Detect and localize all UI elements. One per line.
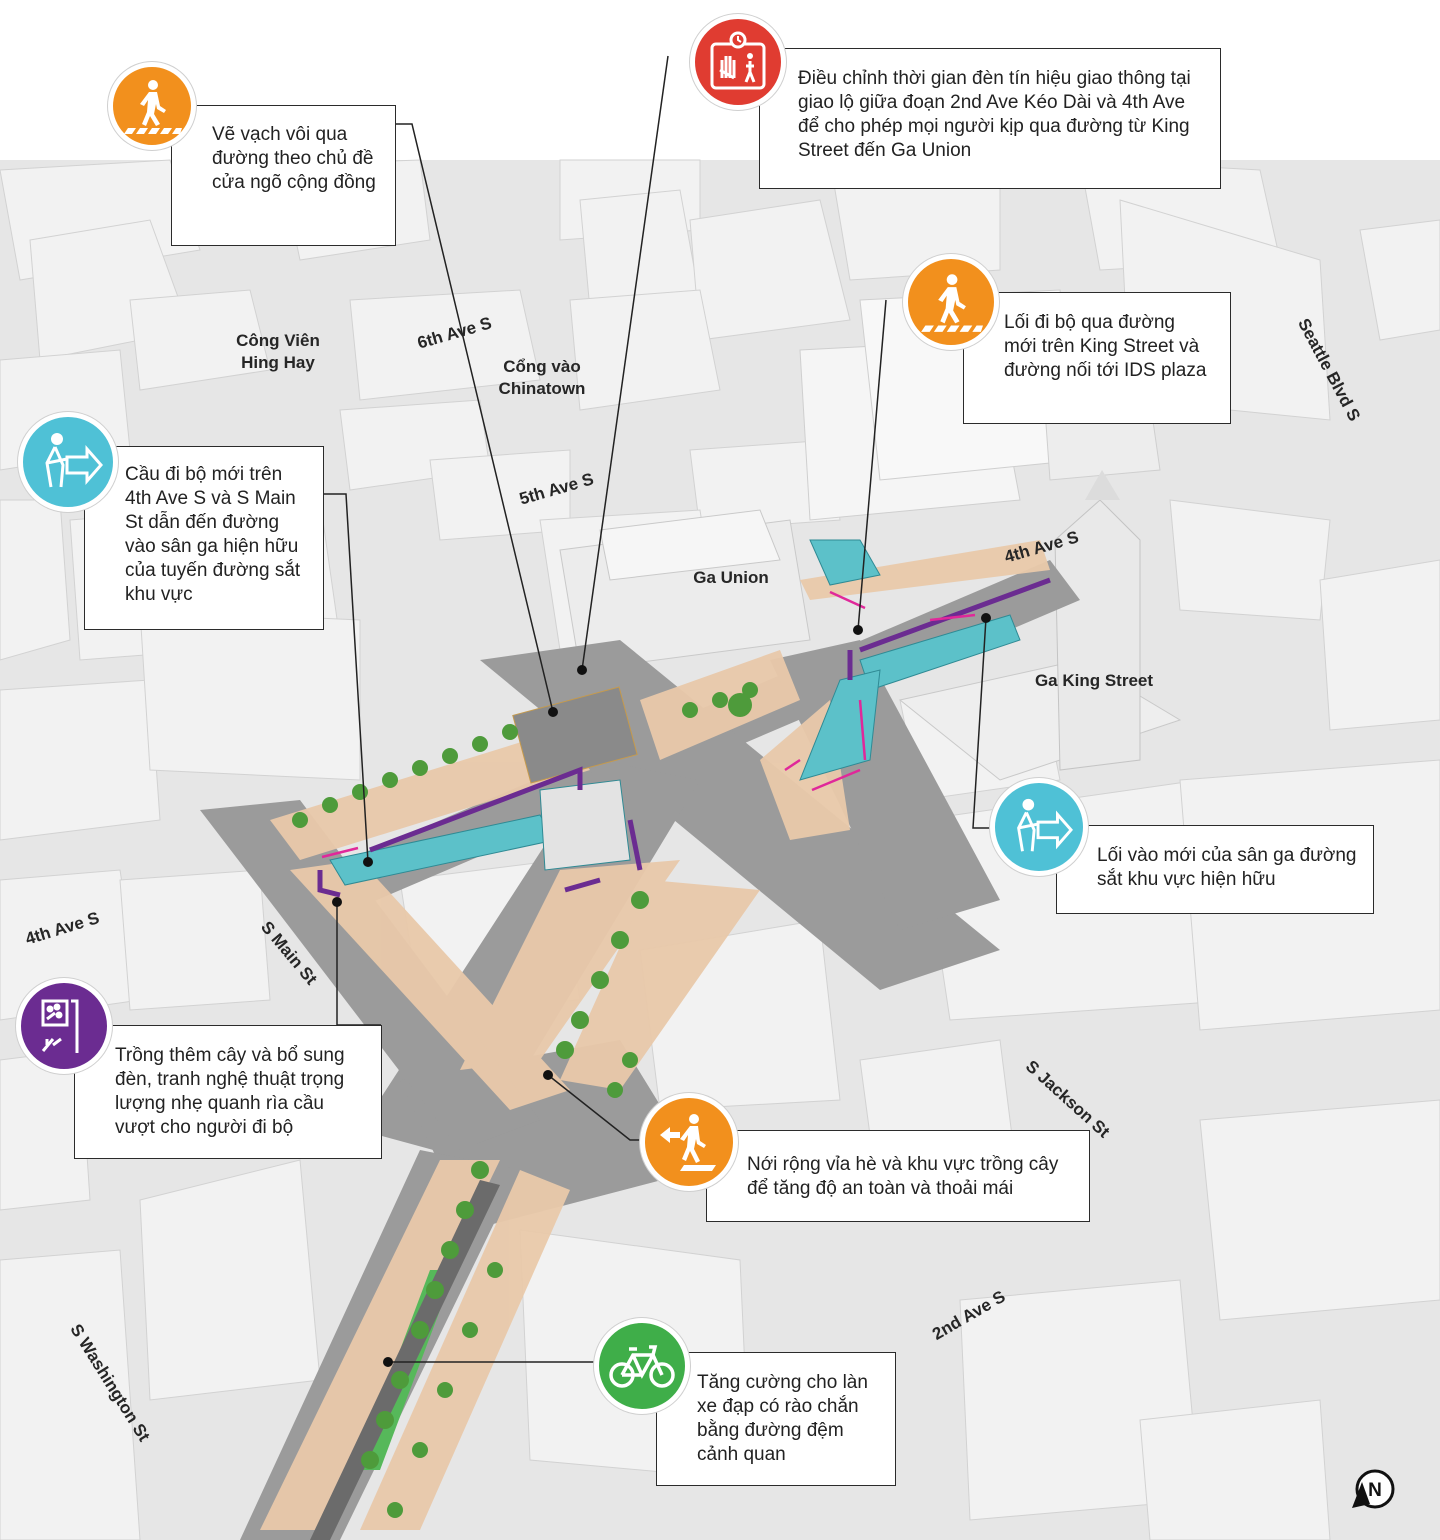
- callout-text: Điều chỉnh thời gian đèn tín hiệu giao t…: [798, 68, 1191, 161]
- purple-railings: [317, 577, 1051, 898]
- compass-letter: N: [1368, 1480, 1382, 1501]
- callout-trees-lights: Trồng thêm cây và bổ sung đèn, tranh ngh…: [74, 1025, 382, 1159]
- pedestrian-crosswalk-icon: [903, 254, 999, 350]
- callout-bike-lane: Tăng cường cho làn xe đạp có rào chắn bằ…: [656, 1352, 896, 1486]
- north-compass: N: [1350, 1466, 1396, 1512]
- callout-crosswalk-theme: Vẽ vạch vôi qua đường theo chủ đề cửa ng…: [171, 105, 396, 246]
- callout-text: Nới rộng vỉa hè và khu vực trồng cây để …: [747, 1154, 1059, 1199]
- callout-sidewalk-widen: Nới rộng vỉa hè và khu vực trồng cây để …: [706, 1130, 1090, 1222]
- pedestrian-widen-icon: [640, 1093, 738, 1191]
- callout-bridge-access: Cầu đi bộ mới trên 4th Ave S và S Main S…: [84, 446, 324, 630]
- pedestrian-crosswalk-icon: [108, 62, 196, 150]
- union-station-building: [559, 509, 811, 671]
- public-art-lamp-icon: [16, 978, 112, 1074]
- callout-text: Cầu đi bộ mới trên 4th Ave S và S Main S…: [125, 464, 301, 605]
- callout-text: Trồng thêm cây và bổ sung đèn, tranh ngh…: [115, 1045, 345, 1138]
- callout-text: Lối đi bộ qua đường mới trên King Street…: [1004, 312, 1207, 381]
- place-label-chinatown-gate: Cổng vào Chinatown: [498, 357, 586, 398]
- callout-king-crossing: Lối đi bộ qua đường mới trên King Street…: [963, 292, 1231, 424]
- callout-platform-entry: Lối vào mới của sân ga đường sắt khu vực…: [1056, 825, 1374, 914]
- pedestrian-signal-icon: [690, 14, 786, 110]
- callout-signal-timing: Điều chỉnh thời gian đèn tín hiệu giao t…: [759, 48, 1221, 189]
- place-label-union-station: Ga Union: [693, 568, 769, 587]
- king-station-building: [898, 470, 1182, 781]
- place-label-hing-hay: Công Viên Hing Hay: [236, 331, 320, 372]
- bicycle-icon: [594, 1318, 690, 1414]
- place-label-king-station: Ga King Street: [1034, 671, 1154, 690]
- pedestrian-arrow-icon: [990, 778, 1088, 876]
- callout-text: Lối vào mới của sân ga đường sắt khu vực…: [1097, 845, 1357, 890]
- callout-text: Tăng cường cho làn xe đạp có rào chắn bằ…: [697, 1372, 868, 1465]
- pedestrian-arrow-icon: [18, 412, 118, 512]
- access-arrows: [321, 590, 976, 859]
- callout-text: Vẽ vạch vôi qua đường theo chủ đề cửa ng…: [212, 124, 376, 193]
- intersection-crosswalks: [512, 686, 638, 784]
